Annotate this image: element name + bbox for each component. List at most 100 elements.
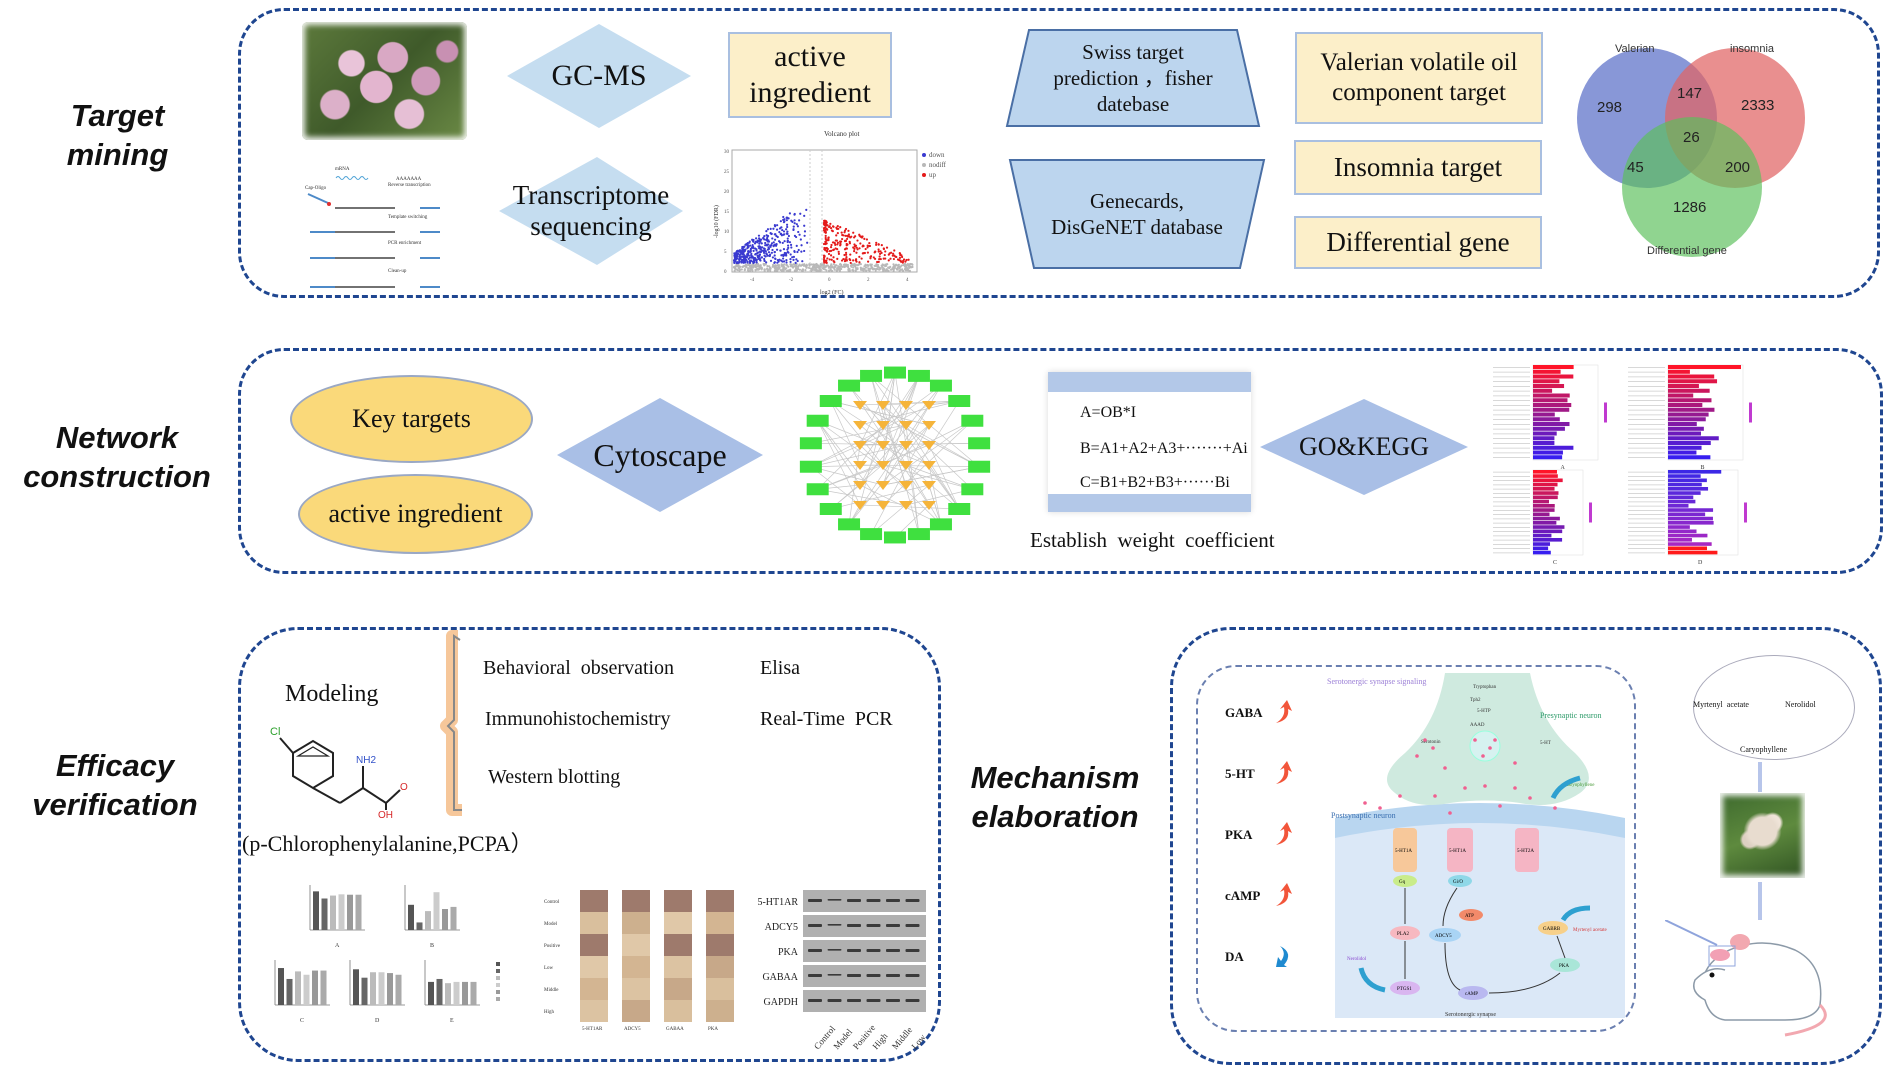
network-node-ingredient xyxy=(899,461,913,470)
volcano-point-up xyxy=(853,245,857,248)
volcano-point-down xyxy=(761,246,764,249)
elisa-legend-swatch xyxy=(496,990,500,994)
volcano-point-nodiff xyxy=(775,269,778,272)
genecards-trapezoid: Genecards, DisGeNET database xyxy=(1008,158,1266,270)
volcano-point-down xyxy=(793,212,796,216)
volcano-point-down xyxy=(785,259,788,262)
volcano-point-nodiff xyxy=(851,269,854,272)
volcano-point-down xyxy=(757,234,761,237)
volcano-point-down xyxy=(783,260,786,263)
ihc-row-label: Positive xyxy=(544,944,561,949)
volcano-point-down xyxy=(744,243,747,246)
gokegg-bar xyxy=(1668,495,1694,500)
volcano-point-down xyxy=(776,224,779,227)
co-bond xyxy=(385,789,401,804)
volcano-point-nodiff xyxy=(837,265,840,268)
synapse-caption: Serotonergic synapse xyxy=(1445,1012,1496,1018)
volcano-point-down xyxy=(755,249,758,252)
wb-lane-strip xyxy=(803,915,926,937)
volcano-point-nodiff xyxy=(884,264,888,268)
volcano-point-down xyxy=(747,254,750,257)
network-edge xyxy=(882,466,980,486)
network-node-target xyxy=(968,437,991,450)
volcano-point-nodiff xyxy=(832,263,835,266)
network-node-target xyxy=(948,395,971,408)
pathway-inner-box xyxy=(1196,665,1636,1032)
volcano-point-up xyxy=(823,246,826,250)
volcano-point-down xyxy=(759,250,763,254)
differential-gene-box: Differential gene xyxy=(1294,216,1542,269)
network-edge xyxy=(817,420,861,506)
workflow-svg: mRNA AAAAAAA Cap-Oligo Reverse transcrip… xyxy=(305,167,440,288)
network-edge xyxy=(810,466,861,506)
volcano-point-up xyxy=(869,255,872,258)
venn-value-insomnia-differential: 200 xyxy=(1725,159,1750,176)
elisa-bar xyxy=(425,911,431,930)
active-ingredient-ellipse: active ingredient xyxy=(298,474,533,554)
network-edge xyxy=(882,372,896,466)
elisa-bar xyxy=(408,904,414,930)
volcano-point-down xyxy=(803,230,807,233)
volcano-point-down xyxy=(765,261,768,264)
5htp-label: 5-HTP xyxy=(1477,709,1491,714)
volcano-point-nodiff xyxy=(849,264,853,267)
volcano-point-up xyxy=(867,260,870,263)
elisa-bar xyxy=(433,892,440,930)
venn-value-differential-only: 1286 xyxy=(1673,199,1706,216)
volcano-point-nodiff xyxy=(815,262,818,266)
volcano-point-up xyxy=(836,232,839,235)
receptor-5ht1a-b xyxy=(1447,828,1473,872)
volcano-point-nodiff xyxy=(766,268,769,272)
volcano-xtick: 0 xyxy=(828,278,831,283)
gokegg-bar xyxy=(1533,474,1558,478)
volcano-point-down xyxy=(799,212,802,215)
network-edge xyxy=(859,372,896,506)
wb-band xyxy=(827,899,842,901)
gokegg-bar xyxy=(1668,379,1718,384)
volcano-point-nodiff xyxy=(769,267,772,270)
volcano-point-down xyxy=(769,232,772,235)
volcano-point-down xyxy=(752,249,755,252)
gokegg-bar xyxy=(1533,369,1561,374)
postsynaptic-label: Postsynaptic neuron xyxy=(1331,811,1396,820)
ring-bond xyxy=(295,746,331,757)
wb-band xyxy=(866,899,881,902)
venn-value-all-three: 26 xyxy=(1683,129,1700,146)
volcano-point-up xyxy=(824,226,827,229)
wb-lane-strip xyxy=(803,965,926,987)
volcano-point-down xyxy=(795,244,798,247)
ihc-tile xyxy=(664,978,692,1000)
volcano-point-up xyxy=(832,260,835,263)
volcano-xtick: 2 xyxy=(867,278,870,283)
weight-formula-card: A=OB*I B=A1+A2+A3+·······+Ai C=B1+B2+B3+… xyxy=(1048,372,1251,512)
volcano-point-nodiff xyxy=(858,263,861,266)
volcano-point-up xyxy=(830,229,834,232)
ihc-tile xyxy=(706,1000,734,1022)
elisa-legend-swatch xyxy=(496,962,500,966)
serotonin-molecule xyxy=(1415,754,1419,758)
volcano-point-up xyxy=(824,228,827,231)
gokegg-bar xyxy=(1668,546,1708,551)
network-edge xyxy=(870,375,907,426)
volcano-point-nodiff xyxy=(852,266,855,269)
elisa-bar xyxy=(462,981,468,1005)
volcano-point-nodiff xyxy=(896,264,899,267)
wb-band xyxy=(847,999,861,1002)
elisa-panel-label: E xyxy=(450,1018,454,1024)
volcano-point-nodiff xyxy=(777,268,780,271)
volcano-point-up xyxy=(861,235,864,238)
formula-b: B=A1+A2+A3+·······+Ai xyxy=(1080,440,1248,457)
volcano-point-nodiff xyxy=(840,265,843,268)
arrow xyxy=(1556,935,1566,959)
volcano-point-up xyxy=(853,250,856,253)
network-node-target xyxy=(907,369,930,382)
caryophyllene-arrow xyxy=(1550,775,1581,800)
elisa-bar xyxy=(445,983,451,1005)
elisa-bar xyxy=(347,894,353,930)
wb-lane-strip xyxy=(803,940,926,962)
volcano-point-nodiff xyxy=(875,263,878,266)
swiss-target-label: Swiss target prediction ，fisher datebase xyxy=(1053,39,1213,117)
rat-svg xyxy=(1664,919,1827,1037)
